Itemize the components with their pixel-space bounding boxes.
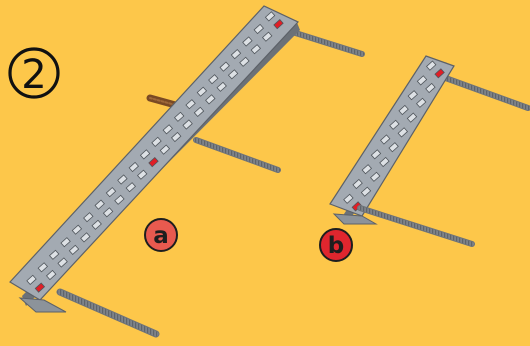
- callout-b-label: b: [328, 233, 344, 259]
- callout-a-label: a: [153, 223, 169, 249]
- step-number: 2: [21, 52, 46, 98]
- callout-a: a: [145, 219, 177, 251]
- callout-b: b: [320, 229, 352, 261]
